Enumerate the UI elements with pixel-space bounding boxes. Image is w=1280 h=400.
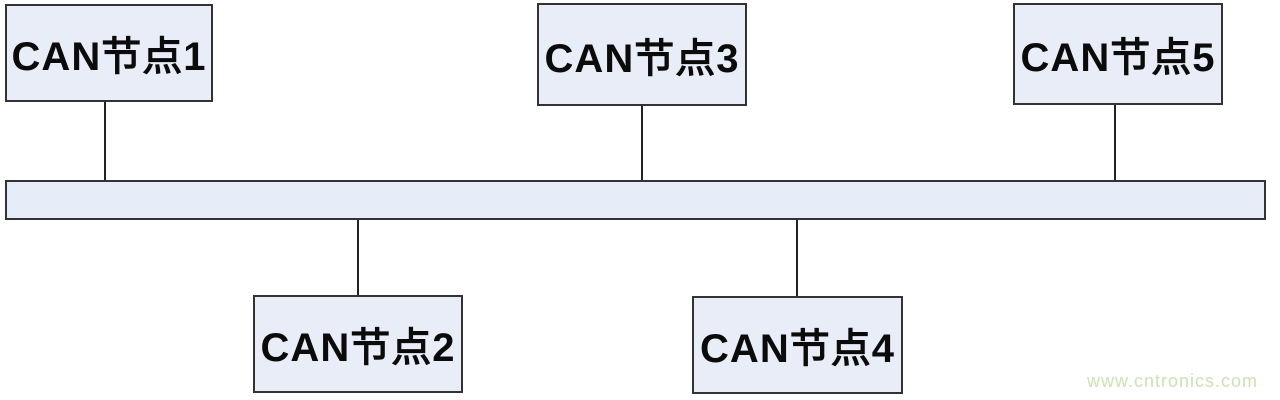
node-can-3: CAN节点3	[537, 3, 747, 106]
node-can-4-label: CAN节点4	[700, 327, 895, 371]
connector-node5-bus	[1114, 105, 1116, 180]
node-can-3-label: CAN节点3	[544, 36, 740, 81]
connector-node3-bus	[641, 106, 643, 180]
connector-bus-node4	[796, 220, 798, 296]
connector-node1-bus	[104, 102, 106, 180]
node-can-1: CAN节点1	[5, 4, 213, 102]
node-can-5: CAN节点5	[1013, 3, 1223, 105]
connector-bus-node2	[357, 220, 359, 295]
node-can-2: CAN节点2	[253, 295, 463, 393]
node-can-2-label: CAN节点2	[260, 326, 456, 370]
node-can-4: CAN节点4	[692, 296, 903, 394]
bus-bar	[5, 180, 1266, 220]
node-can-5-label: CAN节点5	[1020, 36, 1216, 80]
node-can-1-label: CAN节点1	[11, 35, 207, 79]
watermark: www.cntronics.com	[1086, 371, 1258, 391]
